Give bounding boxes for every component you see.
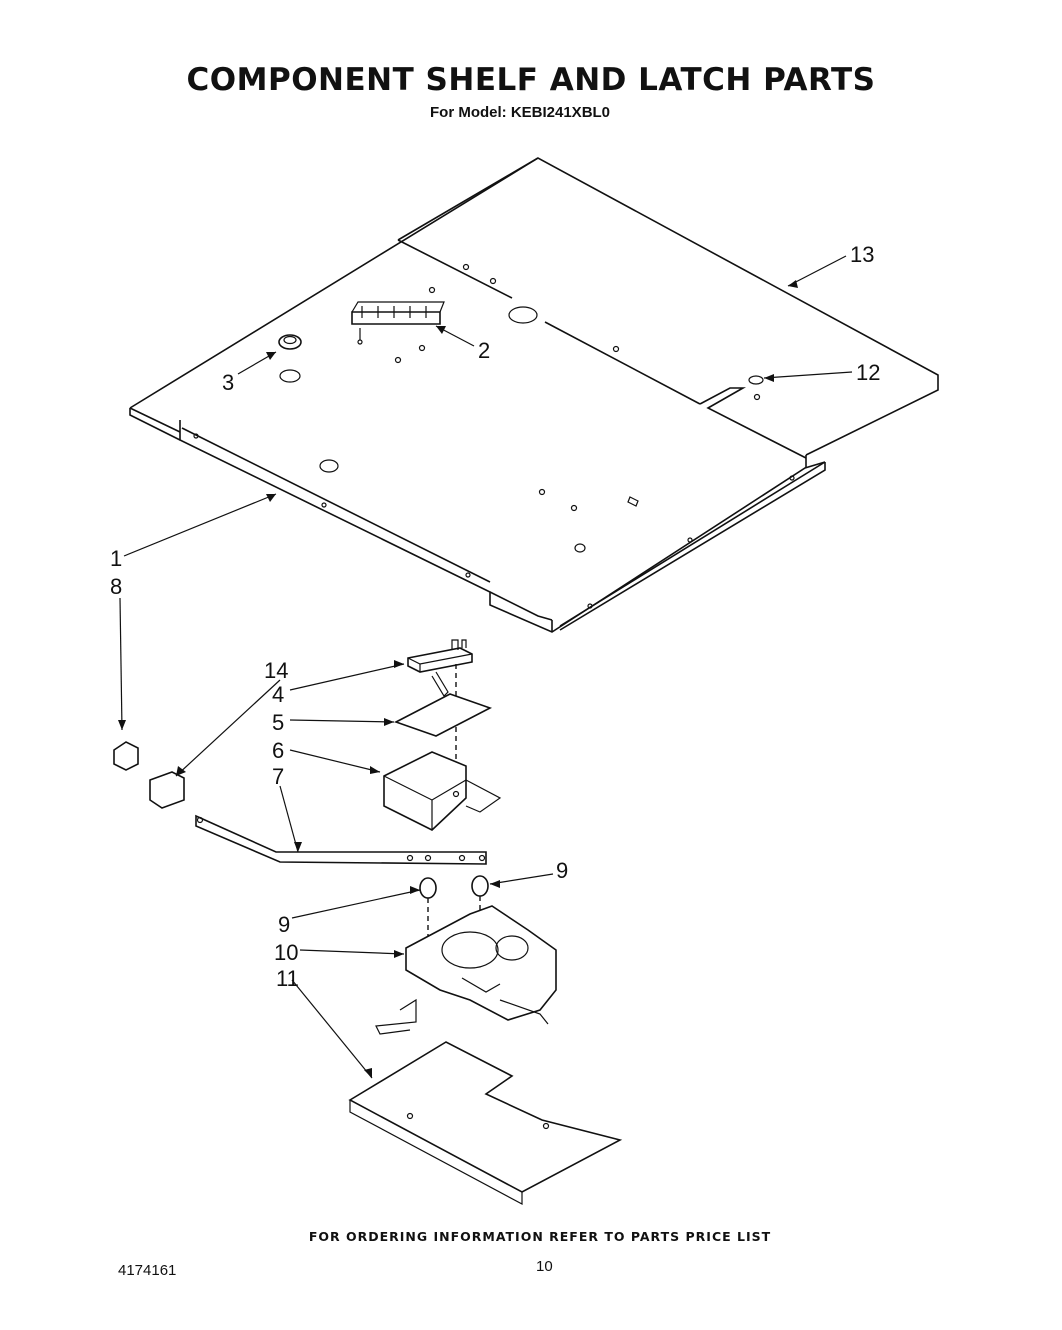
callout-3: 3 [222, 370, 234, 395]
callout-8: 8 [110, 574, 122, 599]
callout-2: 2 [478, 338, 490, 363]
callout-13: 13 [850, 242, 874, 267]
switch-bracket [383, 751, 502, 831]
callout-6: 6 [272, 738, 284, 763]
model-subtitle: For Model: KEBI241XBL0 [430, 104, 611, 121]
switch [407, 639, 473, 790]
callout-12: 12 [856, 360, 880, 385]
callout-1: 1 [110, 546, 122, 571]
cover-plate [348, 1041, 623, 1206]
latch-catch [113, 741, 139, 771]
leader-lines [118, 255, 853, 1079]
page-number: 10 [536, 1258, 553, 1275]
callout-9-right: 9 [556, 858, 568, 883]
callout-14: 14 [264, 658, 288, 683]
latch-assembly [375, 905, 557, 1035]
page-title: COMPONENT SHELF AND LATCH PARTS [186, 62, 876, 98]
callout-4: 4 [272, 682, 284, 707]
callout-7: 7 [272, 764, 284, 789]
component-shelf [129, 157, 939, 633]
callout-10: 10 [274, 940, 298, 965]
insulator [393, 693, 493, 737]
callout-5: 5 [272, 710, 284, 735]
callout-9-left: 9 [278, 912, 290, 937]
latch-keeper [149, 771, 185, 809]
callout-11: 11 [276, 966, 299, 991]
latch-arm [195, 814, 487, 865]
document-number: 4174161 [118, 1262, 177, 1279]
spacers [419, 875, 489, 940]
ordering-note: FOR ORDERING INFORMATION REFER TO PARTS … [308, 1229, 772, 1244]
